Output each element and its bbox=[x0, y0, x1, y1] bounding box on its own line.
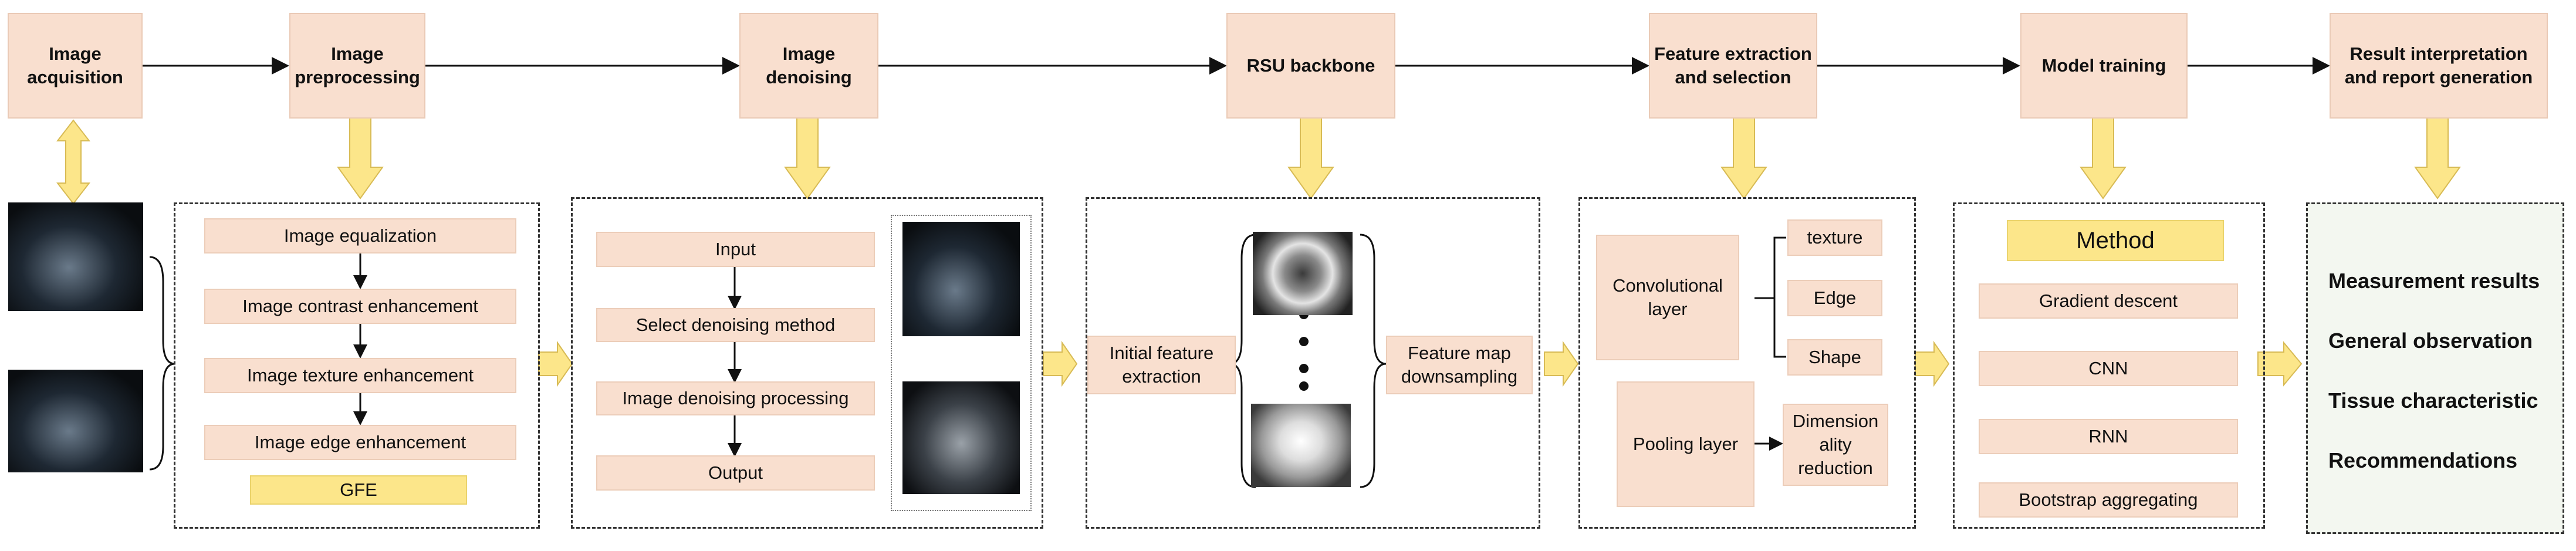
noisy-ultrasound-image bbox=[902, 222, 1020, 336]
stage-rsu-backbone: RSU backbone bbox=[1226, 13, 1395, 119]
ultrasound-image-1 bbox=[8, 202, 143, 311]
down-arrow-features bbox=[1720, 117, 1767, 200]
down-arrow-results bbox=[2414, 117, 2461, 200]
rsu-panel bbox=[1086, 197, 1540, 529]
right-arrow-4 bbox=[1915, 340, 1950, 387]
result-tissue-characteristic: Tissue characteristic bbox=[2328, 388, 2538, 413]
feature-conv-bracket bbox=[1754, 236, 1786, 358]
pre-step-equalization: Image equalization bbox=[204, 218, 516, 253]
feature-map-top bbox=[1253, 232, 1353, 315]
stage-model-training: Model training bbox=[2020, 13, 2188, 119]
den-step-select-method: Select denoising method bbox=[596, 308, 875, 342]
feature-panel bbox=[1578, 197, 1916, 529]
initial-feature-extraction: Initial feature extraction bbox=[1087, 336, 1236, 394]
den-step-processing: Image denoising processing bbox=[596, 381, 875, 415]
method-gradient-descent: Gradient descent bbox=[1979, 283, 2238, 319]
brace-acquisition bbox=[149, 256, 175, 471]
ultrasound-image-2 bbox=[8, 370, 143, 472]
stage-image-denoising: Image denoising bbox=[739, 13, 878, 119]
feature-shape: Shape bbox=[1787, 339, 1882, 376]
gfe-tag: GFE bbox=[250, 475, 467, 505]
stage-feature-extraction: Feature extraction and selection bbox=[1649, 13, 1817, 119]
down-arrow-training bbox=[2080, 117, 2127, 200]
down-arrow-rsu bbox=[1287, 117, 1334, 200]
pre-step-edge: Image edge enhancement bbox=[204, 425, 516, 460]
den-step-input: Input bbox=[596, 232, 875, 267]
right-arrow-5 bbox=[2257, 341, 2303, 387]
pooling-layer: Pooling layer bbox=[1617, 381, 1754, 507]
feature-edge: Edge bbox=[1787, 280, 1882, 316]
result-measurement: Measurement results bbox=[2328, 269, 2540, 293]
convolutional-layer: Convolutional layer bbox=[1596, 235, 1739, 360]
right-arrow-1 bbox=[538, 340, 573, 387]
training-panel bbox=[1953, 202, 2265, 529]
pre-step-texture: Image texture enhancement bbox=[204, 358, 516, 393]
rsu-dot bbox=[1299, 381, 1309, 391]
results-panel bbox=[2306, 202, 2564, 534]
stage-image-acquisition: Image acquisition bbox=[8, 13, 143, 119]
pre-step-contrast: Image contrast enhancement bbox=[204, 289, 516, 324]
method-cnn: CNN bbox=[1979, 351, 2238, 386]
double-arrow-acquisition bbox=[56, 119, 91, 205]
feature-map-bottom bbox=[1251, 404, 1351, 487]
rsu-dot bbox=[1299, 364, 1309, 373]
method-header: Method bbox=[2007, 220, 2224, 261]
feature-map-downsampling: Feature map downsampling bbox=[1386, 336, 1533, 394]
method-rnn: RNN bbox=[1979, 419, 2238, 454]
preprocessing-panel bbox=[174, 202, 540, 529]
stage-image-preprocessing: Image preprocessing bbox=[289, 13, 425, 119]
down-arrow-preprocessing bbox=[337, 117, 384, 200]
method-bootstrap-aggregating: Bootstrap aggregating bbox=[1979, 482, 2238, 518]
right-arrow-3 bbox=[1544, 340, 1579, 387]
result-general-observation: General observation bbox=[2328, 329, 2533, 353]
down-arrow-denoising bbox=[784, 117, 831, 200]
feature-texture: texture bbox=[1787, 219, 1882, 256]
stage-result-interpretation: Result interpretation and report generat… bbox=[2330, 13, 2548, 119]
right-arrow-2 bbox=[1043, 340, 1078, 387]
denoise-preview-frame bbox=[891, 215, 1032, 511]
result-recommendations: Recommendations bbox=[2328, 448, 2518, 472]
denoising-panel bbox=[571, 197, 1043, 529]
dimensionality-reduction: Dimension ality reduction bbox=[1783, 404, 1888, 486]
den-step-output: Output bbox=[596, 455, 875, 491]
denoised-ultrasound-image bbox=[902, 381, 1020, 494]
rsu-dot bbox=[1299, 337, 1309, 346]
